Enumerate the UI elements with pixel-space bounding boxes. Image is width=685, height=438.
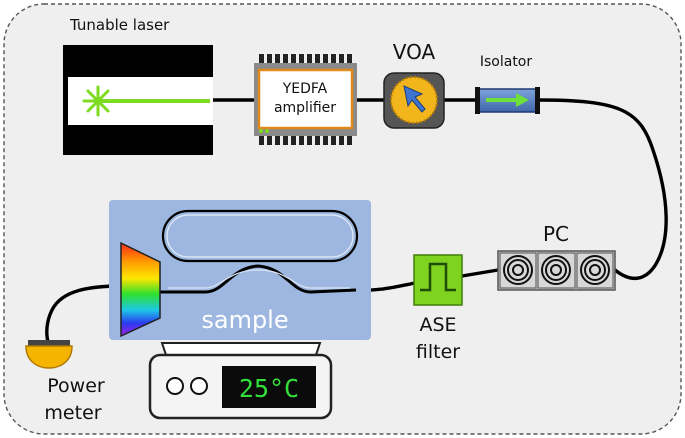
sample-label: sample [201, 306, 288, 334]
chip-icon [259, 54, 352, 145]
laser-starburst-icon [82, 85, 114, 117]
voa-label: VOA [393, 40, 436, 64]
yedfa-label-line2: amplifier [274, 100, 336, 116]
ase-label-line2: filter [416, 341, 460, 363]
stage-knob-left [166, 377, 184, 395]
yedfa-label-line1: YEDFA [282, 81, 328, 97]
fiber-isolator-to-pc [536, 98, 668, 280]
yedfa-amplifier [254, 54, 357, 145]
polarization-controller [497, 250, 616, 291]
sample-chip [109, 200, 371, 340]
power-meter-label-line2: meter [44, 402, 101, 424]
pc-label: PC [543, 222, 569, 246]
ase-filter [413, 254, 463, 306]
arrow-right-icon [486, 93, 529, 107]
dial-icon [390, 76, 438, 124]
voa [383, 72, 445, 129]
temperature-readout: 25°C [239, 374, 299, 403]
temperature-stage [148, 342, 333, 420]
stage-knob-right [190, 377, 208, 395]
bandpass-icon [420, 262, 456, 292]
temperature-stage-icon [160, 342, 322, 356]
isolator [475, 87, 540, 114]
temperature-display [222, 366, 316, 408]
fiber-paths [45, 98, 668, 344]
power-meter [25, 340, 73, 369]
photodetector-icon [25, 345, 73, 369]
fiber-pc-to-ase [460, 268, 500, 278]
isolator-label: Isolator [480, 54, 533, 70]
tunable-laser [63, 45, 213, 155]
laser-label: Tunable laser [69, 16, 170, 34]
fiber-spectrum-to-detector [45, 284, 124, 344]
fiber-loop-icon [499, 252, 614, 289]
rainbow-prism-icon [120, 241, 161, 338]
power-meter-label-line1: Power [47, 375, 105, 397]
ase-label-line1: ASE [419, 314, 456, 336]
ring-resonator-icon [160, 209, 359, 294]
